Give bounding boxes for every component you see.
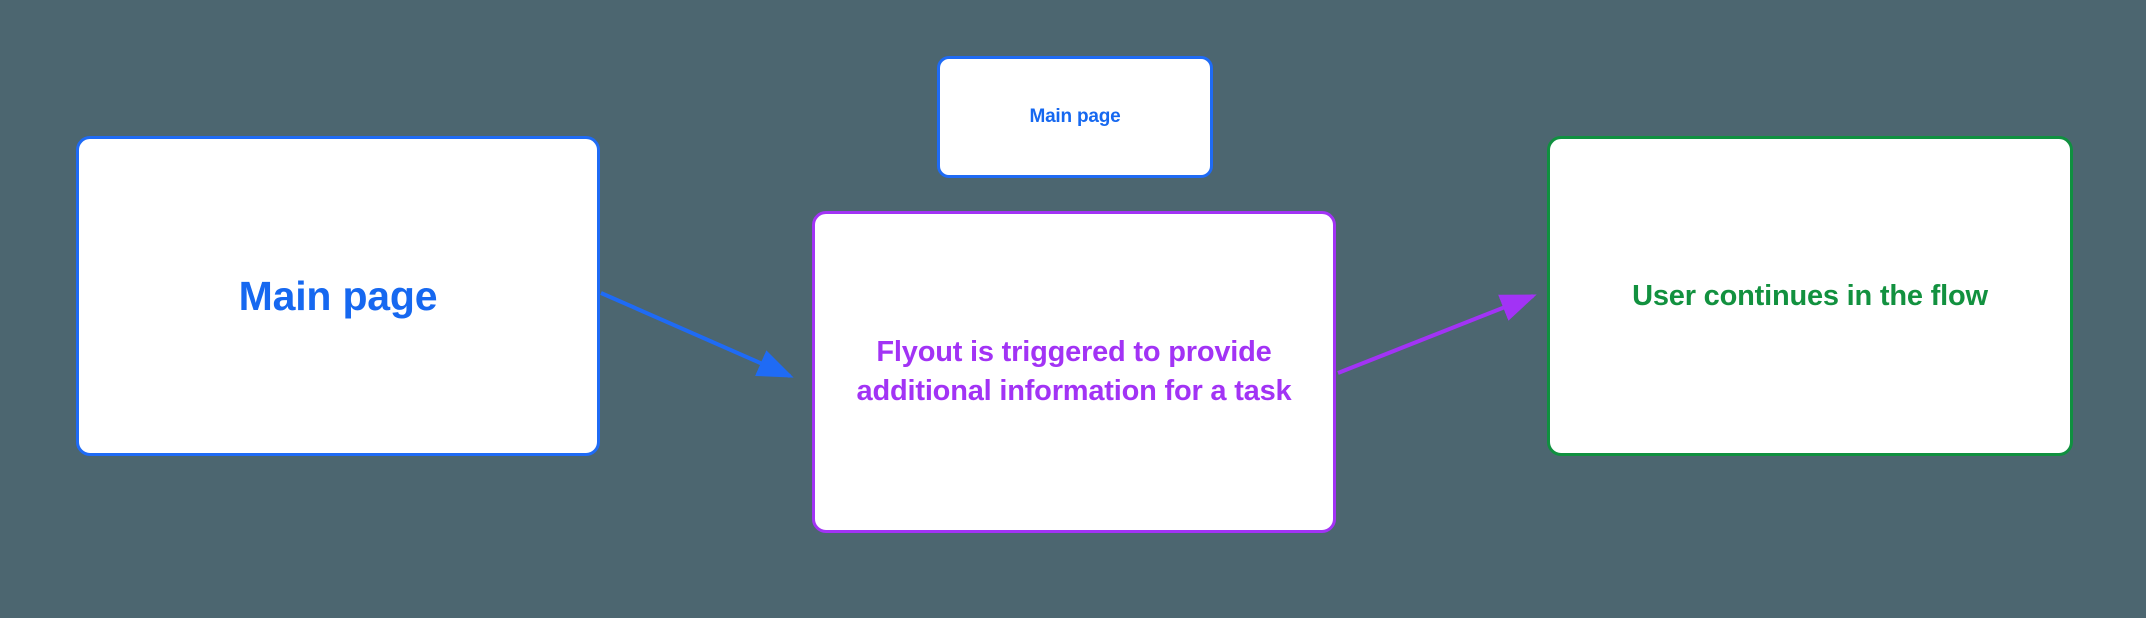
node-flyout[interactable]: Flyout is triggered to provide additiona…: [812, 211, 1336, 533]
node-user-continues[interactable]: User continues in the flow: [1547, 136, 2073, 456]
node-main-page-small-label: Main page: [1029, 105, 1121, 127]
node-main-page-label: Main page: [238, 272, 438, 319]
node-main-page-small[interactable]: Main page: [937, 56, 1213, 178]
node-user-continues-label: User continues in the flow: [1632, 279, 1988, 312]
node-main-page[interactable]: Main page: [76, 136, 600, 456]
connector-flyout-to-user-continues: [1337, 294, 1537, 375]
connector-main-page-to-flyout: [600, 291, 794, 378]
node-flyout-label: Flyout is triggered to provide additiona…: [856, 336, 1292, 407]
